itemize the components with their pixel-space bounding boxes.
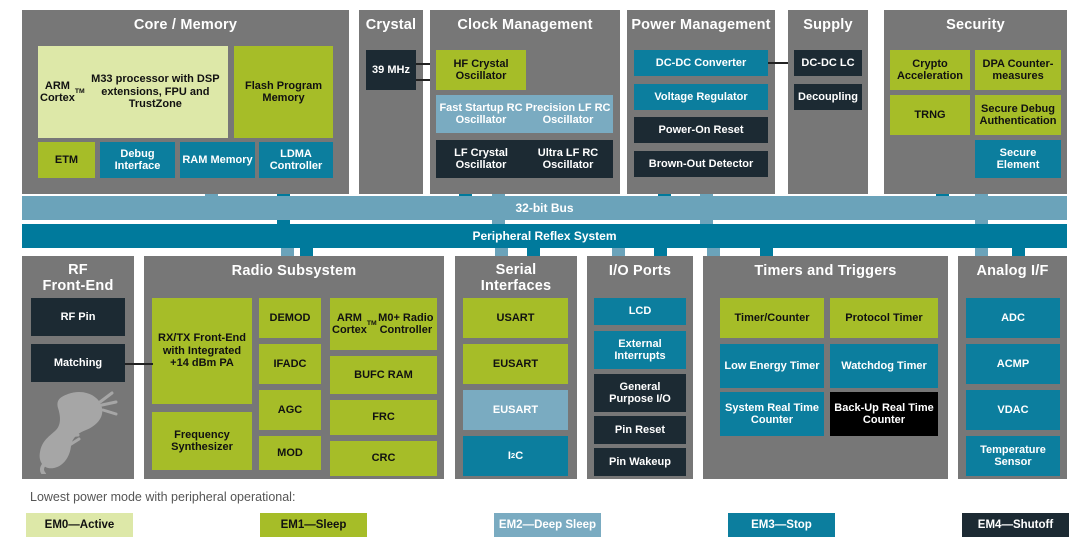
bus-stub-dark-radio	[300, 248, 313, 258]
block-bufc-ram[interactable]: BUFC RAM	[330, 356, 437, 394]
block-vdac[interactable]: VDAC	[966, 390, 1060, 430]
bus-stub-light-io	[612, 248, 625, 258]
legend-item-em0: EM0—Active	[26, 513, 133, 537]
section-title-rf-front-end: RF Front-End	[42, 262, 114, 294]
block-general-purpose-io[interactable]: General Purpose I/O	[594, 374, 686, 412]
block-secure-debug-authentication[interactable]: Secure Debug Authentication	[975, 95, 1061, 135]
block-system-real-time-counter[interactable]: System Real Time Counter	[720, 392, 824, 436]
block-ifadc[interactable]: IFADC	[259, 344, 321, 384]
block-crc[interactable]: CRC	[330, 441, 437, 476]
wire-crystal-to-hf-osc-2	[416, 79, 436, 81]
legend-item-em3: EM3—Stop	[728, 513, 835, 537]
block-timer-counter[interactable]: Timer/Counter	[720, 298, 824, 338]
section-crystal: Crystal	[359, 10, 423, 194]
block-rf-pin[interactable]: RF Pin	[31, 298, 125, 336]
section-title-timers-and-triggers: Timers and Triggers	[754, 263, 897, 279]
block-fast-startup-rc-oscillator[interactable]: Fast Startup RC Oscillator	[436, 95, 526, 133]
block-etm[interactable]: ETM	[38, 142, 95, 178]
block-dpa-countermeasures[interactable]: DPA Counter-measures	[975, 50, 1061, 90]
block-protocol-timer[interactable]: Protocol Timer	[830, 298, 938, 338]
block-watchdog-timer[interactable]: Watchdog Timer	[830, 344, 938, 388]
block-ram-memory[interactable]: RAM Memory	[180, 142, 255, 178]
block-flash-program-memory[interactable]: Flash Program Memory	[234, 46, 333, 138]
block-brown-out-detector[interactable]: Brown-Out Detector	[634, 151, 768, 177]
bus-stub-light-serial	[495, 248, 508, 258]
section-title-clock-management: Clock Management	[457, 17, 593, 33]
bus-stub-light-radio	[281, 248, 294, 258]
block-voltage-regulator[interactable]: Voltage Regulator	[634, 84, 768, 110]
block-hf-crystal-oscillator[interactable]: HF Crystal Oscillator	[436, 50, 526, 90]
block-trng[interactable]: TRNG	[890, 95, 970, 135]
wire-dcdc-to-supply	[768, 62, 792, 64]
block-39-mhz-crystal[interactable]: 39 MHz	[366, 50, 416, 90]
legend-item-em4: EM4—Shutoff	[962, 513, 1069, 537]
gecko-logo	[39, 391, 118, 474]
block-usart[interactable]: USART	[463, 298, 568, 338]
block-eusart-em1[interactable]: EUSART	[463, 344, 568, 384]
block-dc-dc-lc[interactable]: DC-DC LC	[794, 50, 862, 76]
block-adc[interactable]: ADC	[966, 298, 1060, 338]
wire-matching-to-rxtx	[125, 363, 153, 365]
block-ultra-lf-rc-oscillator[interactable]: Ultra LF RC Oscillator	[523, 140, 613, 178]
bus-stub-light-analog	[975, 248, 988, 258]
block-matching[interactable]: Matching	[31, 344, 125, 382]
block-ldma-controller[interactable]: LDMA Controller	[259, 142, 333, 178]
block-frc[interactable]: FRC	[330, 400, 437, 435]
block-low-energy-timer[interactable]: Low Energy Timer	[720, 344, 824, 388]
section-title-serial-interfaces: Serial Interfaces	[480, 262, 552, 294]
block-lf-crystal-oscillator[interactable]: LF Crystal Oscillator	[436, 140, 526, 178]
block-power-on-reset[interactable]: Power-On Reset	[634, 117, 768, 143]
section-title-power-management: Power Management	[631, 17, 771, 33]
section-title-analog-if: Analog I/F	[976, 263, 1049, 279]
block-rx-tx-front-end[interactable]: RX/TX Front-End with Integrated +14 dBm …	[152, 298, 252, 404]
legend-item-em2: EM2—Deep Sleep	[494, 513, 601, 537]
bus-stub-dark-timers	[760, 248, 773, 258]
block-temperature-sensor[interactable]: Temperature Sensor	[966, 436, 1060, 476]
block-decoupling[interactable]: Decoupling	[794, 84, 862, 110]
section-title-supply: Supply	[803, 17, 853, 33]
bus-stub-dark-serial	[527, 248, 540, 258]
block-debug-interface[interactable]: Debug Interface	[100, 142, 175, 178]
block-acmp[interactable]: ACMP	[966, 344, 1060, 384]
bus-stub-dark-io	[654, 248, 667, 258]
section-title-radio-subsystem: Radio Subsystem	[231, 263, 357, 279]
block-secure-element[interactable]: Secure Element	[975, 140, 1061, 178]
bus-peripheral-reflex-system: Peripheral Reflex System	[22, 224, 1067, 248]
section-title-crystal: Crystal	[365, 17, 417, 33]
section-title-io-ports: I/O Ports	[608, 263, 672, 279]
bus-stub-dark-analog	[1012, 248, 1025, 258]
section-title-security: Security	[946, 17, 1005, 33]
block-backup-real-time-counter[interactable]: Back-Up Real Time Counter	[830, 392, 938, 436]
block-frequency-synthesizer[interactable]: Frequency Synthesizer	[152, 412, 252, 470]
block-precision-lf-rc-oscillator[interactable]: Precision LF RC Oscillator	[523, 95, 613, 133]
section-title-core-memory: Core / Memory	[133, 17, 238, 33]
block-eusart-em2[interactable]: EUSART	[463, 390, 568, 430]
legend-item-em1: EM1—Sleep	[260, 513, 367, 537]
block-mod[interactable]: MOD	[259, 436, 321, 470]
block-external-interrupts[interactable]: External Interrupts	[594, 331, 686, 369]
legend-note: Lowest power mode with peripheral operat…	[30, 490, 296, 504]
block-crypto-acceleration[interactable]: Crypto Acceleration	[890, 50, 970, 90]
wire-crystal-to-hf-osc-1	[416, 63, 436, 65]
bus-32-bit: 32-bit Bus	[22, 196, 1067, 220]
block-dc-dc-converter[interactable]: DC-DC Converter	[634, 50, 768, 76]
block-demod[interactable]: DEMOD	[259, 298, 321, 338]
bus-stub-light-timers	[707, 248, 720, 258]
block-pin-reset[interactable]: Pin Reset	[594, 416, 686, 444]
block-pin-wakeup[interactable]: Pin Wakeup	[594, 448, 686, 476]
block-agc[interactable]: AGC	[259, 390, 321, 430]
block-lcd[interactable]: LCD	[594, 298, 686, 325]
